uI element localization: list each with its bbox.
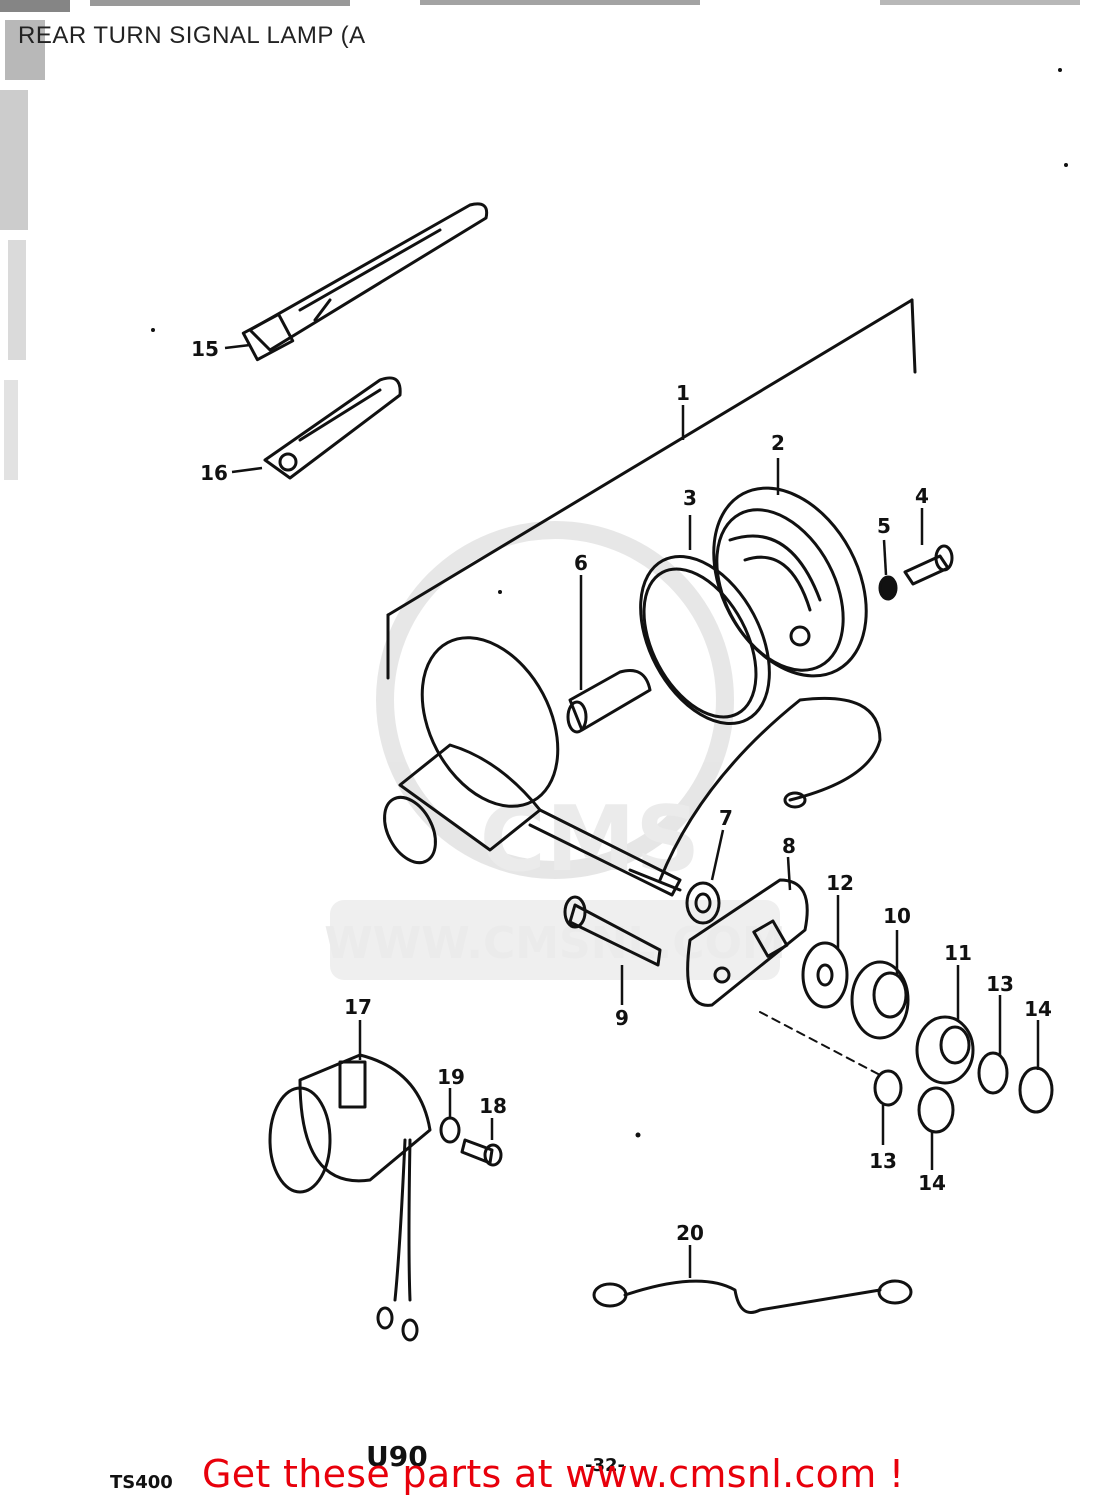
part-1-housing: [383, 636, 682, 897]
part-8-plate: [686, 878, 809, 1007]
part-label-19: 19: [437, 1065, 465, 1089]
part-label-10: 10: [883, 904, 911, 928]
part-labels: 1 2 3 4 5 6 7 8 9 10 11 12 13 14 15 16 1…: [191, 337, 1052, 1245]
part-label-4: 4: [915, 484, 929, 508]
part-6-bulb: [566, 669, 652, 734]
part-15-band: [241, 202, 489, 362]
part-label-14: 14: [918, 1171, 946, 1195]
part-label-18: 18: [479, 1094, 507, 1118]
page-number: -32-: [585, 1455, 625, 1476]
part-label-8: 8: [782, 834, 796, 858]
part-17-flasher: [268, 1053, 432, 1342]
part-2-lens: [712, 486, 868, 678]
part-12-washer: [801, 941, 849, 1009]
part-label-15: 15: [191, 337, 219, 361]
page-code: U90: [366, 1440, 428, 1473]
part-9-bolt: [563, 895, 662, 967]
scan-dots: [151, 68, 1068, 1138]
part-label-2: 2: [771, 431, 785, 455]
assembly-bracket: [386, 298, 917, 680]
part-label-16: 16: [200, 461, 228, 485]
part-7-nut: [685, 881, 721, 925]
part-label-6: 6: [574, 551, 588, 575]
cms-watermark: WWW.CMSNL.COM CMS: [324, 521, 786, 980]
part-label-5: 5: [877, 514, 891, 538]
part-label-1: 1: [676, 381, 690, 405]
part-label-3: 3: [683, 486, 697, 510]
part-18-screw: [460, 1138, 503, 1167]
leader-lines: [224, 343, 1040, 1278]
part-label-9: 9: [615, 1006, 629, 1030]
part-label-17: 17: [344, 995, 372, 1019]
part-label-13: 13: [869, 1149, 897, 1173]
part-label-11: 11: [944, 941, 972, 965]
diagram-title: REAR TURN SIGNAL LAMP (A: [18, 22, 366, 49]
part-3-gasket: [639, 554, 771, 726]
cmsnl-link[interactable]: Get these parts at www.cmsnl.com !: [202, 1452, 905, 1496]
part-19-washer: [439, 1116, 461, 1144]
part-label-7: 7: [719, 806, 733, 830]
part-13-washer: [873, 1051, 1009, 1107]
part-5-washer: [878, 575, 898, 601]
part-16-clamp: [263, 376, 402, 480]
watermark-text: WWW.CMSNL.COM: [324, 918, 786, 969]
lamp-wire: [658, 696, 882, 882]
part-label-13: 13: [986, 972, 1014, 996]
part-11-cap: [915, 1015, 975, 1085]
part-20-wire: [592, 1279, 913, 1314]
scan-noise: [0, 0, 1080, 480]
part-4-screw: [903, 544, 954, 586]
part-label-20: 20: [676, 1221, 704, 1245]
part-label-12: 12: [826, 871, 854, 895]
watermark-logo: CMS: [480, 787, 700, 892]
part-label-14: 14: [1024, 997, 1052, 1021]
model-code: TS400: [110, 1472, 173, 1493]
part-14-nut: [917, 1066, 1054, 1134]
part-10-grommet: [850, 960, 910, 1040]
